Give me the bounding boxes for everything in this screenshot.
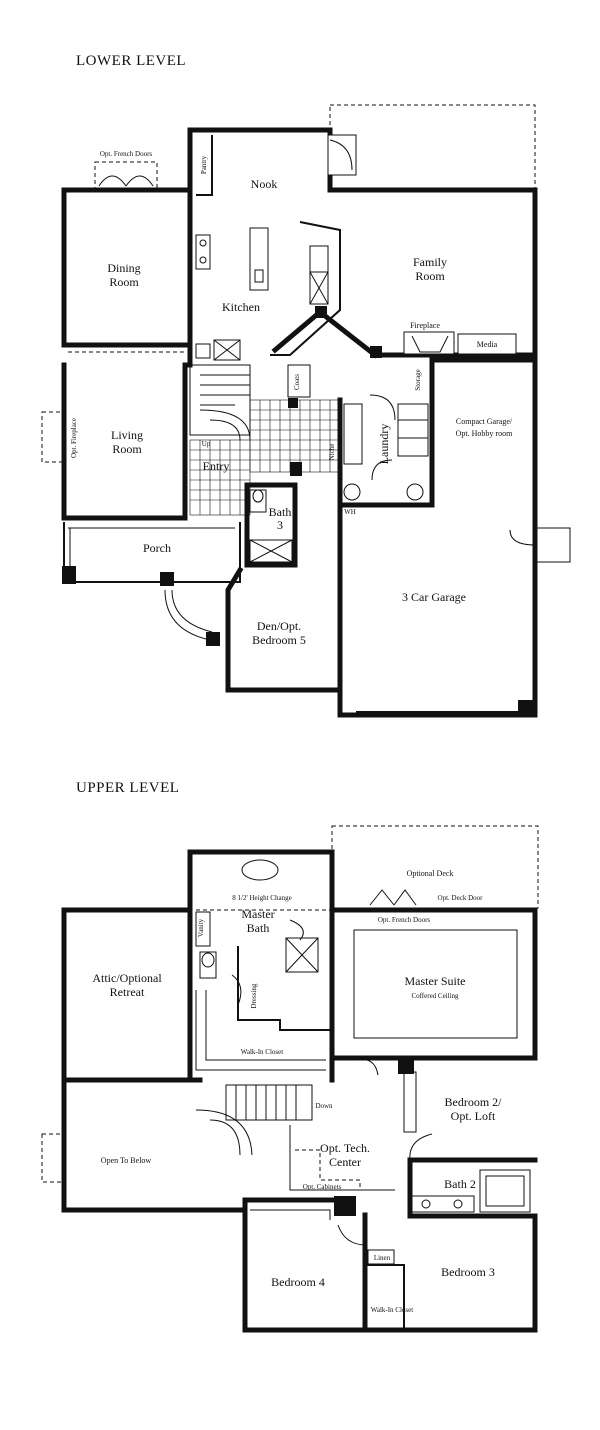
label-master-bath-1: Master — [241, 907, 274, 921]
label-coats: Coats — [293, 374, 301, 390]
label-wh: WH — [344, 508, 356, 516]
label-media: Media — [477, 340, 498, 349]
label-opt-deck-door: Opt. Deck Door — [438, 894, 484, 902]
label-coffered-ceiling: Coffered Ceiling — [411, 992, 459, 1000]
label-walk-in-closet-2: Walk-In Closet — [371, 1306, 413, 1314]
label-entry: Entry — [203, 459, 230, 473]
optional-patio-dashed — [329, 104, 536, 191]
label-opt-fireplace: Opt. Fireplace — [70, 418, 78, 458]
label-dining-1: Dining — [107, 261, 140, 275]
label-linen: Linen — [374, 1254, 391, 1262]
label-bath3-2: 3 — [277, 518, 283, 532]
label-bath2: Bath 2 — [444, 1177, 476, 1191]
label-compact-1: Compact Garage/ — [456, 417, 513, 426]
label-porch: Porch — [143, 541, 171, 555]
label-kitchen: Kitchen — [222, 300, 260, 314]
label-living-1: Living — [111, 428, 143, 442]
label-optional-deck: Optional Deck — [407, 869, 454, 878]
label-family-2: Room — [415, 269, 445, 283]
label-open-to-below: Open To Below — [101, 1156, 152, 1165]
label-height-change: 8 1/2' Height Change — [232, 894, 291, 902]
label-tech-2: Center — [329, 1155, 361, 1169]
fireplace — [403, 331, 455, 355]
label-dining-2: Room — [109, 275, 139, 289]
label-nook: Nook — [251, 177, 278, 191]
label-master-bath-2: Bath — [247, 921, 270, 935]
label-vanity: Vanity — [197, 918, 205, 937]
lower-level-plan — [41, 104, 571, 718]
upper-level-plan — [41, 825, 539, 1333]
optional-deck-outline — [331, 825, 539, 909]
label-storage: Storage — [414, 369, 422, 390]
label-bedroom4: Bedroom 4 — [271, 1275, 325, 1289]
lower-stairs — [189, 364, 251, 441]
label-compact-2: Opt. Hobby room — [456, 429, 513, 438]
lower-level-heading: LOWER LEVEL — [76, 53, 186, 69]
label-up: Up — [202, 440, 211, 448]
media-niche — [457, 333, 517, 355]
opt-french-doors-outline — [94, 161, 158, 189]
label-den-2: Bedroom 5 — [252, 633, 306, 647]
label-family-1: Family — [413, 255, 447, 269]
label-bedroom3: Bedroom 3 — [441, 1265, 495, 1279]
label-attic-2: Retreat — [110, 985, 145, 999]
label-opt-french-doors-upper: Opt. French Doors — [378, 916, 431, 924]
label-bedroom2-1: Bedroom 2/ — [445, 1095, 503, 1109]
label-walk-in-closet: Walk-In Closet — [241, 1048, 283, 1056]
label-pantry: Pantry — [200, 155, 208, 174]
label-dressing: Dressing — [250, 983, 258, 1008]
label-laundry: Laundry — [377, 424, 391, 465]
label-tech-1: Opt. Tech. — [320, 1141, 370, 1155]
label-opt-cabinets: Opt. Cabinets — [303, 1183, 342, 1191]
label-den-1: Den/Opt. — [257, 619, 301, 633]
label-fireplace: Fireplace — [410, 321, 440, 330]
label-attic-1: Attic/Optional — [92, 971, 162, 985]
label-3-car-garage: 3 Car Garage — [402, 590, 466, 604]
label-bath3-1: Bath — [269, 505, 292, 519]
label-niche: Niche — [328, 444, 336, 461]
label-living-2: Room — [112, 442, 142, 456]
label-down: Down — [315, 1102, 333, 1110]
label-bedroom2-2: Opt. Loft — [451, 1109, 496, 1123]
label-opt-french-doors: Opt. French Doors — [100, 150, 153, 158]
upper-level-heading: UPPER LEVEL — [76, 780, 179, 796]
label-master-suite: Master Suite — [405, 974, 466, 988]
coffered-ceiling-outline — [353, 929, 518, 1039]
upper-stairs — [195, 1084, 313, 1156]
